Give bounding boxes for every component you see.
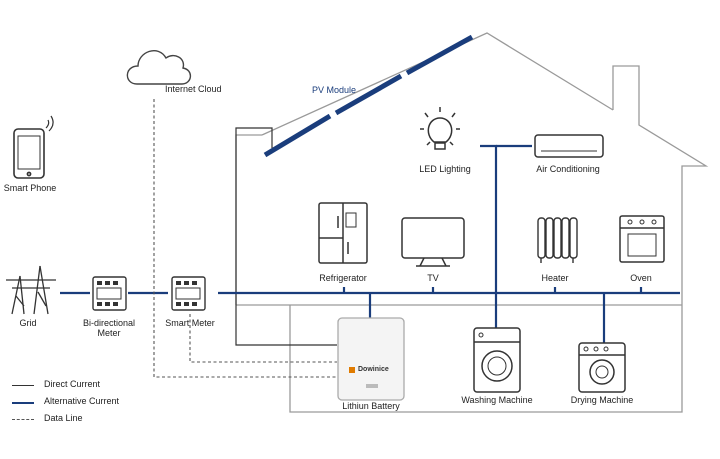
oven-label: Oven — [630, 273, 652, 283]
tv-icon — [401, 217, 465, 267]
cloud-icon — [126, 49, 192, 85]
bidirectional-meter-label-line2: Meter — [97, 328, 121, 338]
house-outline — [235, 32, 709, 413]
refrigerator-label: Refrigerator — [319, 273, 367, 283]
pv-module — [263, 34, 474, 158]
refrigerator-icon — [318, 202, 368, 264]
smart-phone-icon — [13, 115, 54, 179]
battery-brand-label: Dowinice — [358, 366, 389, 373]
brand-logo-icon — [349, 367, 355, 373]
bidirectional-meter-label-line1: Bi-directional — [82, 318, 136, 328]
smart-meter-icon — [171, 276, 206, 311]
legend-label: Data Line — [44, 413, 83, 423]
grid-tower-icon — [6, 265, 56, 315]
legend-label: Alternative Current — [44, 396, 120, 406]
oven-icon — [619, 215, 665, 263]
lithium-battery-icon — [337, 317, 405, 401]
heater-icon — [537, 217, 578, 263]
washing-machine-label: Washing Machine — [461, 395, 533, 405]
tv-label: TV — [427, 273, 439, 283]
smart-meter-label: Smart Meter — [165, 318, 215, 328]
data-line-swatch — [12, 419, 34, 420]
pv-module-label: PV Module — [312, 85, 357, 95]
alternative-current-swatch — [12, 402, 34, 404]
grid-label: Grid — [19, 318, 37, 328]
drying-machine-icon — [578, 342, 626, 393]
air-conditioning-label: Air Conditioning — [536, 164, 600, 174]
dc-lines — [235, 127, 337, 346]
internet-cloud-label: Internet Cloud — [165, 84, 222, 94]
led-bulb-icon — [420, 107, 460, 150]
legend-label: Direct Current — [44, 379, 101, 389]
bidirectional-meter-icon — [92, 276, 127, 311]
drying-machine-label: Drying Machine — [570, 395, 634, 405]
led-lighting-label: LED Lighting — [419, 164, 471, 174]
data-lines — [153, 99, 337, 378]
direct-current-swatch — [12, 385, 34, 386]
air-conditioner-icon — [534, 134, 604, 158]
washing-machine-icon — [473, 327, 521, 393]
lithium-battery-label: Lithiun Battery — [342, 401, 400, 411]
smart-phone-label: Smart Phone — [3, 183, 57, 193]
ac-lines — [60, 144, 680, 343]
heater-label: Heater — [541, 273, 569, 283]
